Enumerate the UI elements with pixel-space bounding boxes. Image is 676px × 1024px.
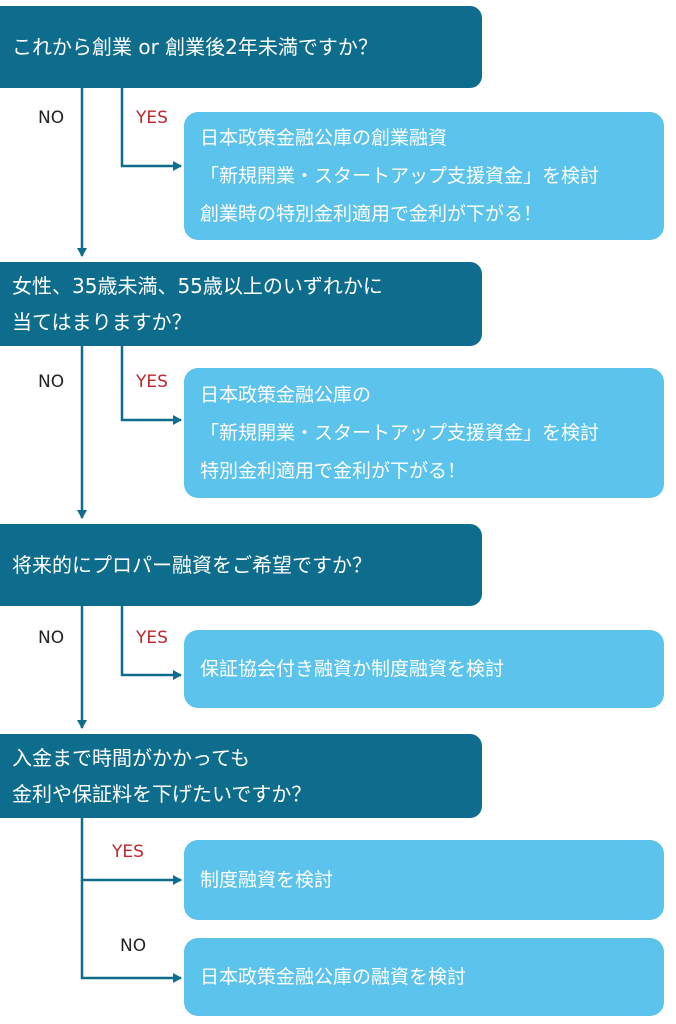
answer-2-line-1: 日本政策金融公庫の <box>200 384 372 406</box>
answer-box-3: 保証協会付き融資か制度融資を検討 <box>184 630 664 708</box>
question-box-4: 入金まで時間がかかっても 金利や保証料を下げたいですか？ <box>0 734 482 818</box>
answer-box-1: 日本政策金融公庫の創業融資 「新規開業・スタートアップ支援資金」を検討 創業時の… <box>184 112 664 240</box>
answer-3-line-1: 保証協会付き融資か制度融資を検討 <box>200 658 505 680</box>
question-1-line-1: これから創業 or 創業後2年未満ですか？ <box>12 35 378 59</box>
answer-1-line-3: 創業時の特別金利適用で金利が下がる！ <box>200 203 543 225</box>
answer-box-2: 日本政策金融公庫の 「新規開業・スタートアップ支援資金」を検討 特別金利適用で金… <box>184 368 664 498</box>
answer-1-line-1: 日本政策金融公庫の創業融資 <box>200 127 448 149</box>
question-3-line-1: 将来的にプロパー融資をご希望ですか？ <box>12 553 372 577</box>
no-arrow-4 <box>80 880 182 983</box>
yes-arrow-1 <box>120 88 182 171</box>
no-label-3: NO <box>38 628 65 648</box>
question-box-1: これから創業 or 創業後2年未満ですか？ <box>0 6 482 88</box>
yes-label-1: YES <box>136 108 168 128</box>
answer-5-line-1: 日本政策金融公庫の融資を検討 <box>200 966 467 988</box>
yes-label-3: YES <box>136 628 168 648</box>
question-4-line-2: 金利や保証料を下げたいですか？ <box>12 782 312 806</box>
no-label-4: NO <box>120 936 147 956</box>
yes-arrow-3 <box>120 606 182 680</box>
answer-2-line-2: 「新規開業・スタートアップ支援資金」を検討 <box>200 422 600 444</box>
yes-label-4: YES <box>112 842 144 862</box>
question-box-3: 将来的にプロパー融資をご希望ですか？ <box>0 524 482 606</box>
answer-2-line-3: 特別金利適用で金利が下がる！ <box>200 460 467 482</box>
yes-arrow-2 <box>120 346 182 425</box>
answer-box-4: 制度融資を検討 <box>184 840 664 920</box>
question-4-line-1: 入金まで時間がかかっても <box>12 746 250 770</box>
no-label-1: NO <box>38 108 65 128</box>
answer-box-5: 日本政策金融公庫の融資を検討 <box>184 938 664 1016</box>
answer-4-line-1: 制度融資を検討 <box>200 869 334 891</box>
no-label-2: NO <box>38 372 65 392</box>
yes-label-2: YES <box>136 372 168 392</box>
question-2-line-2: 当てはまりますか？ <box>12 310 192 334</box>
answer-1-line-2: 「新規開業・スタートアップ支援資金」を検討 <box>200 165 600 187</box>
question-box-2: 女性、35歳未満、55歳以上のいずれかに 当てはまりますか？ <box>0 262 482 346</box>
question-2-line-1: 女性、35歳未満、55歳以上のいずれかに <box>12 274 383 298</box>
